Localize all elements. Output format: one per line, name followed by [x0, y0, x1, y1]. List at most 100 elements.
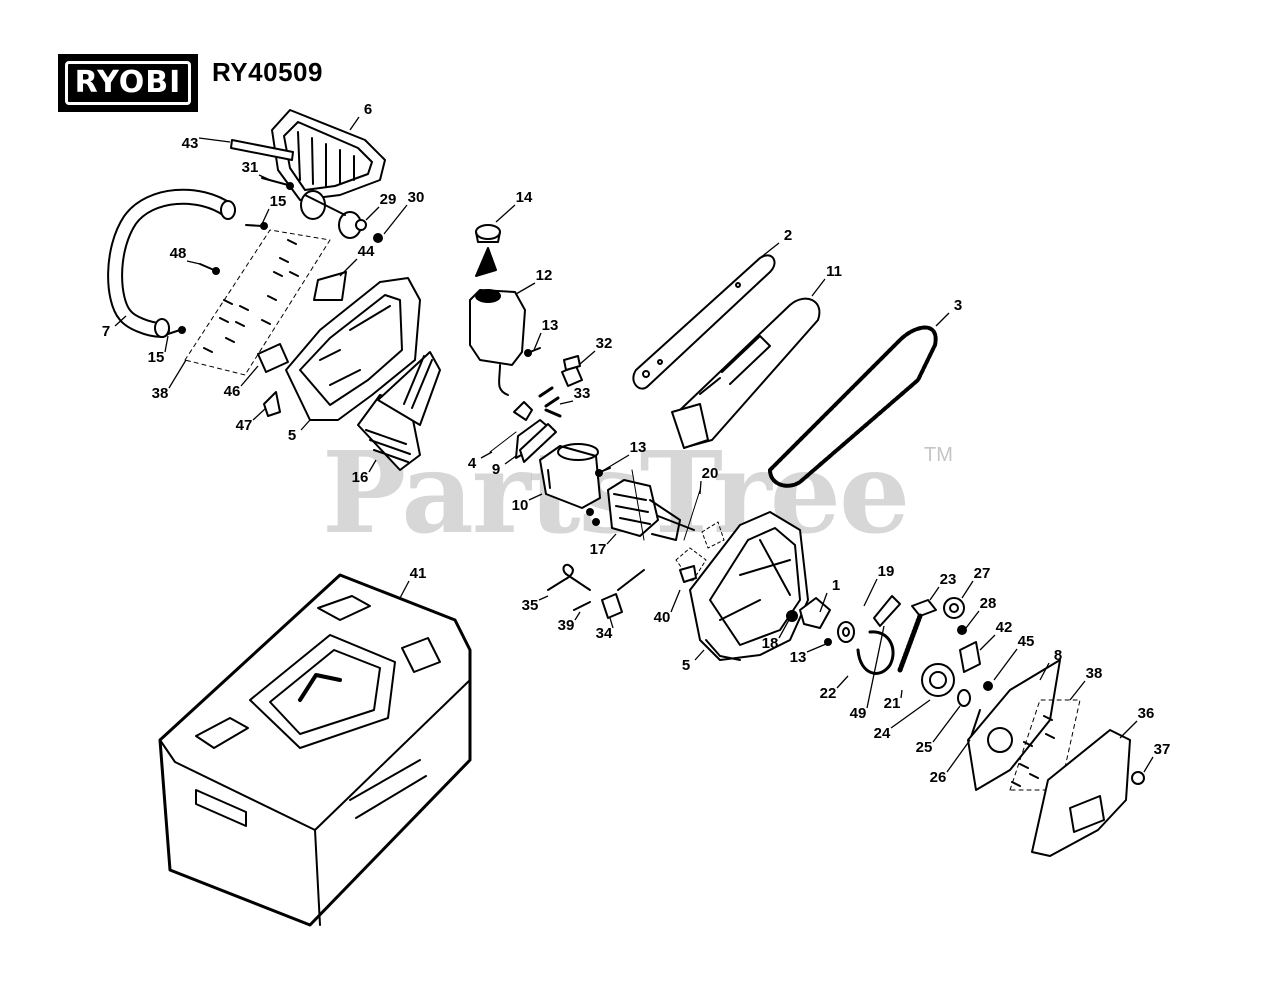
callout-label[interactable]: 48: [170, 245, 187, 262]
part-label-44[interactable]: [313, 271, 347, 301]
callout-label[interactable]: 41: [410, 565, 427, 582]
callout-label[interactable]: 45: [1018, 633, 1035, 650]
part-sprocket-24[interactable]: [921, 663, 955, 697]
callout-label[interactable]: 44: [358, 243, 375, 260]
callout-label[interactable]: 43: [182, 135, 199, 152]
part-motor-sleeve[interactable]: [539, 443, 601, 509]
part-oil-cap[interactable]: [475, 224, 501, 277]
callout-label[interactable]: 33: [574, 385, 591, 402]
callout-label[interactable]: 38: [152, 385, 169, 402]
part-screw-15b[interactable]: [167, 326, 186, 335]
part-battery[interactable]: [158, 573, 472, 927]
callout-label[interactable]: 8: [1054, 647, 1062, 664]
callout-label[interactable]: 23: [940, 571, 957, 588]
part-switch[interactable]: [561, 355, 583, 387]
callout-label[interactable]: 10: [512, 497, 529, 514]
callout-label[interactable]: 28: [980, 595, 997, 612]
part-lever-23[interactable]: [911, 599, 937, 617]
part-rear-handle-frame[interactable]: [271, 109, 386, 239]
part-plate-42[interactable]: [959, 641, 981, 673]
part-brake-lever[interactable]: [873, 595, 901, 627]
part-nut-30[interactable]: [373, 233, 383, 243]
callout-label[interactable]: 42: [996, 619, 1013, 636]
callout-label[interactable]: 47: [236, 417, 253, 434]
callout-label[interactable]: 40: [654, 609, 671, 626]
part-sprocket-cover[interactable]: [1031, 729, 1131, 857]
part-label-46[interactable]: [257, 343, 289, 373]
part-screw-13c[interactable]: [824, 638, 832, 646]
part-guide-bar[interactable]: [632, 254, 776, 390]
callout-label[interactable]: 13: [542, 317, 559, 334]
part-saw-chain[interactable]: [768, 325, 938, 488]
part-terminal-block[interactable]: [357, 351, 441, 471]
callout-label[interactable]: 27: [974, 565, 991, 582]
part-nut-37[interactable]: [1131, 771, 1145, 785]
callout-label[interactable]: 26: [930, 769, 947, 786]
callout-label[interactable]: 37: [1154, 741, 1171, 758]
part-clip-47[interactable]: [263, 391, 281, 417]
callout-label[interactable]: 39: [558, 617, 575, 634]
part-screw-13a[interactable]: [524, 347, 541, 357]
callout-label[interactable]: 12: [536, 267, 553, 284]
callout-label[interactable]: 16: [352, 469, 369, 486]
callout-label[interactable]: 38: [1086, 665, 1103, 682]
callout-label[interactable]: 46: [224, 383, 241, 400]
part-spring-hook-35[interactable]: [547, 563, 591, 591]
callout-label[interactable]: 13: [630, 439, 647, 456]
callout-label[interactable]: 17: [590, 541, 607, 558]
callout-label[interactable]: 3: [954, 297, 962, 314]
part-screw-set-38b[interactable]: [1009, 699, 1081, 791]
callout-label[interactable]: 24: [874, 725, 891, 742]
part-motor[interactable]: [607, 469, 695, 541]
callout-label[interactable]: 29: [380, 191, 397, 208]
callout-label[interactable]: 19: [878, 563, 895, 580]
part-oil-tank[interactable]: [469, 289, 526, 396]
callout-label[interactable]: 49: [850, 705, 867, 722]
callout-label[interactable]: 2: [784, 227, 792, 244]
part-screw-31[interactable]: [261, 177, 294, 190]
part-washer-25[interactable]: [957, 689, 971, 707]
callout-label[interactable]: 15: [270, 193, 287, 210]
callout-label[interactable]: 21: [884, 695, 901, 712]
callout-label[interactable]: 31: [242, 159, 259, 176]
callout-label[interactable]: 18: [762, 635, 779, 652]
callout-label[interactable]: 25: [916, 739, 933, 756]
part-screw-13b[interactable]: [586, 467, 611, 526]
part-screw-48[interactable]: [199, 263, 220, 275]
part-knob-27[interactable]: [943, 597, 965, 619]
part-wire-20[interactable]: [683, 489, 701, 541]
part-nut-28[interactable]: [957, 625, 967, 635]
part-housing-left[interactable]: [285, 277, 421, 421]
callout-label[interactable]: 5: [288, 427, 296, 444]
part-screw-15a[interactable]: [245, 222, 268, 230]
part-screw-set-38a[interactable]: [184, 229, 331, 376]
part-spring-21[interactable]: [897, 613, 923, 673]
callout-label[interactable]: 14: [516, 189, 533, 206]
part-springs[interactable]: [538, 386, 562, 418]
callout-label[interactable]: 32: [596, 335, 613, 352]
callout-label[interactable]: 36: [1138, 705, 1155, 722]
callout-label[interactable]: 1: [832, 577, 840, 594]
part-side-plate[interactable]: [967, 659, 1061, 791]
callout-label[interactable]: 7: [102, 323, 110, 340]
callout-label[interactable]: 35: [522, 597, 539, 614]
callout-label[interactable]: 22: [820, 685, 837, 702]
part-brake-band[interactable]: [856, 630, 895, 675]
part-front-handle[interactable]: [107, 188, 236, 338]
callout-label[interactable]: 6: [364, 101, 372, 118]
callout-label[interactable]: 11: [826, 263, 842, 280]
part-pin-39[interactable]: [573, 601, 591, 611]
callout-label[interactable]: 13: [790, 649, 807, 666]
callout-label[interactable]: 34: [596, 625, 613, 642]
part-brackets-40[interactable]: [675, 521, 725, 583]
part-lever-9[interactable]: [519, 423, 557, 463]
part-sleeve-34[interactable]: [601, 569, 645, 619]
callout-label[interactable]: 20: [702, 465, 719, 482]
callout-label[interactable]: 15: [148, 349, 165, 366]
part-washer-29[interactable]: [355, 219, 367, 231]
part-bar-cover[interactable]: [671, 297, 821, 449]
callout-label[interactable]: 30: [408, 189, 425, 206]
part-pin[interactable]: [230, 139, 294, 161]
part-washer-19[interactable]: [837, 621, 855, 643]
callout-label[interactable]: 4: [468, 455, 477, 472]
